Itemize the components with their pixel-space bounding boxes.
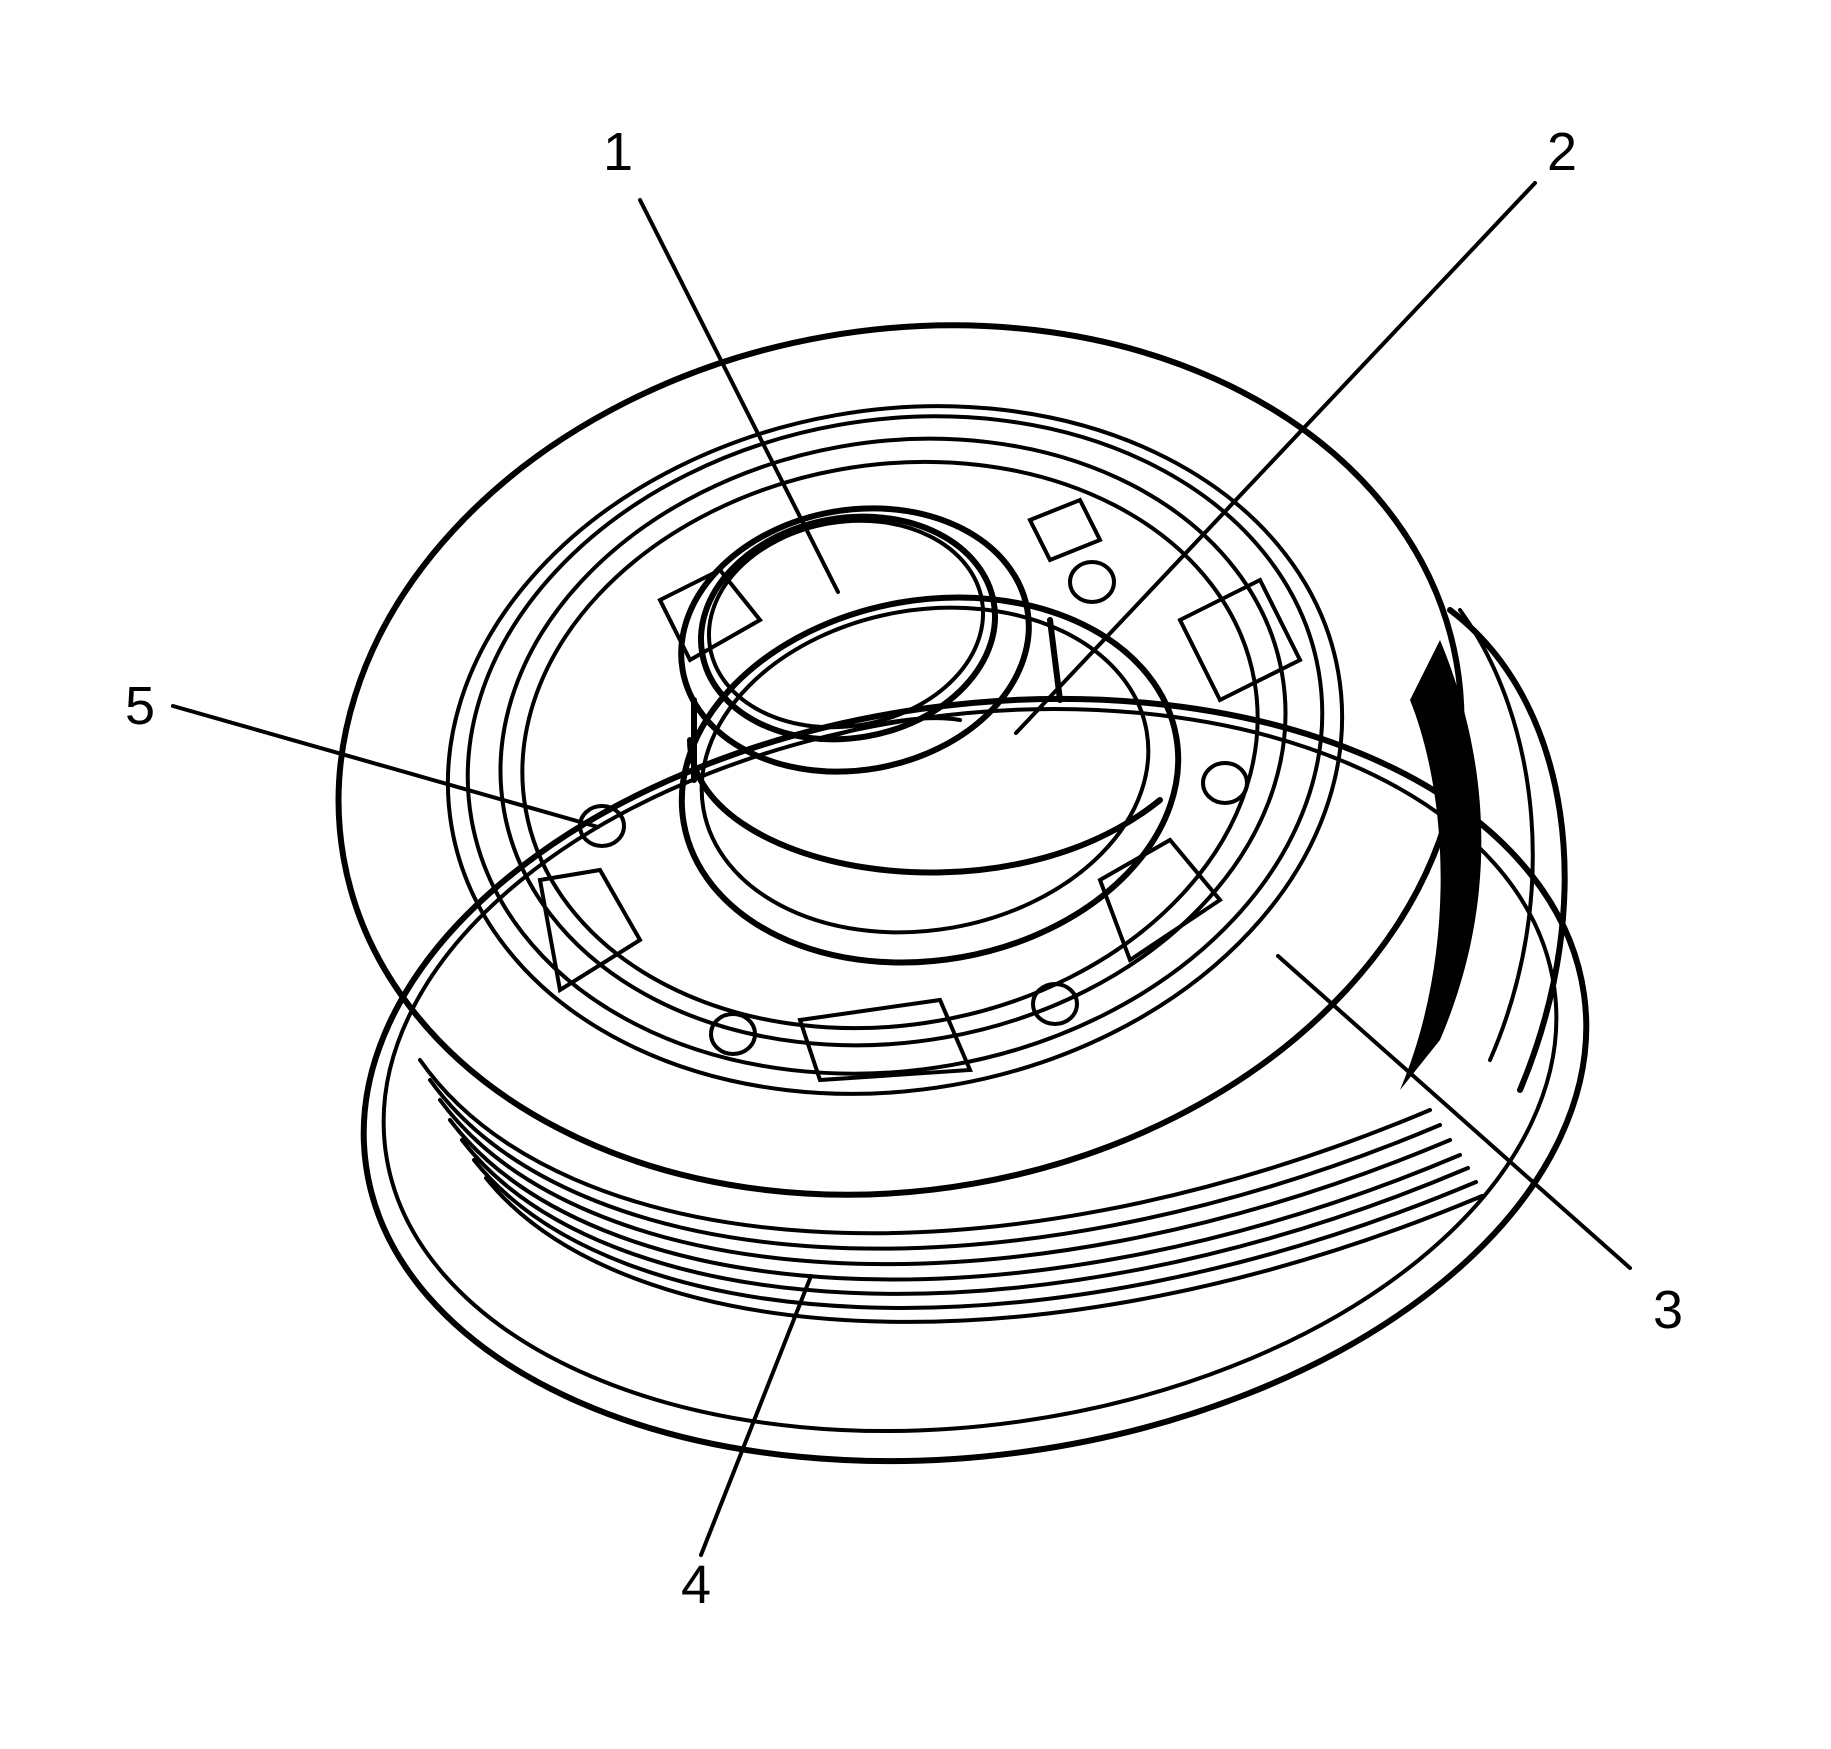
belt-grooves	[418, 607, 1568, 1324]
hub	[678, 505, 1182, 966]
bolt-hole	[1031, 982, 1079, 1026]
bolt-hole	[1201, 761, 1249, 805]
callout-3: 3	[1652, 1280, 1684, 1340]
leader-lines	[171, 181, 1632, 1557]
leader-line-3	[1276, 954, 1632, 1270]
leader-line-1	[638, 198, 840, 594]
callout-1: 1	[602, 122, 634, 182]
bolt-hole	[709, 1012, 757, 1056]
callout-4: 4	[680, 1555, 712, 1615]
leader-line-5	[171, 704, 600, 829]
inertia-ring	[335, 322, 1465, 1198]
hub-web	[520, 459, 1303, 1083]
bolt-hole	[1068, 560, 1116, 604]
bolt-hole	[578, 804, 626, 848]
leader-line-2	[1014, 181, 1537, 735]
callout-5: 5	[124, 676, 156, 736]
callout-2: 2	[1546, 122, 1578, 182]
leader-line-4	[699, 1274, 813, 1557]
bolt-holes	[578, 560, 1249, 1056]
